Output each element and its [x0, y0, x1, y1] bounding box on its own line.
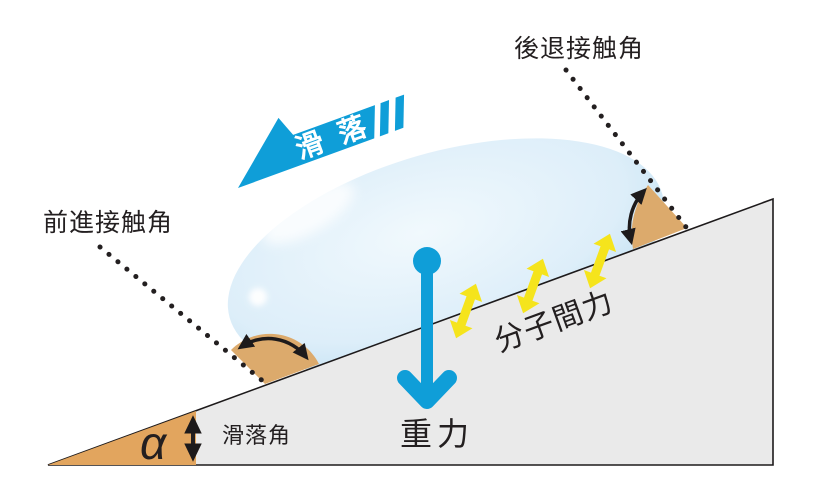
molecular-force-arrows [449, 233, 617, 339]
receding-angle-arc-arrow [620, 187, 647, 246]
gravity-label: 重力 [400, 416, 474, 452]
receding-angle-dotted-line [563, 67, 689, 230]
receding-contact-angle-label: 後退接触角 [514, 35, 644, 63]
incline-angle-wedge [48, 411, 196, 465]
slide-arrow-body [238, 105, 375, 188]
molecular-force-arrow [583, 233, 617, 289]
gravity-arrow-shaft [421, 261, 433, 391]
advancing-angle-arc-arrow [237, 333, 309, 361]
sliding-angle-label: 滑落角 [222, 423, 291, 448]
gravity-arrow [397, 247, 457, 409]
slide-arrow-stripe [394, 94, 405, 131]
incline-surface [47, 197, 774, 466]
molecular-force-arrow [516, 258, 550, 314]
advancing-contact-angle-label: 前進接触角 [43, 209, 173, 237]
advancing-angle-dotted-line [97, 244, 267, 385]
molecular-force-arrow [449, 283, 483, 339]
alpha-label: α [140, 417, 168, 469]
gravity-arrow-head [397, 370, 457, 409]
slide-arrow-label: 滑落 [291, 105, 386, 165]
droplet-highlight [261, 181, 355, 245]
slide-arrow-stripe [379, 100, 390, 137]
droplet-highlight-small [249, 288, 267, 306]
